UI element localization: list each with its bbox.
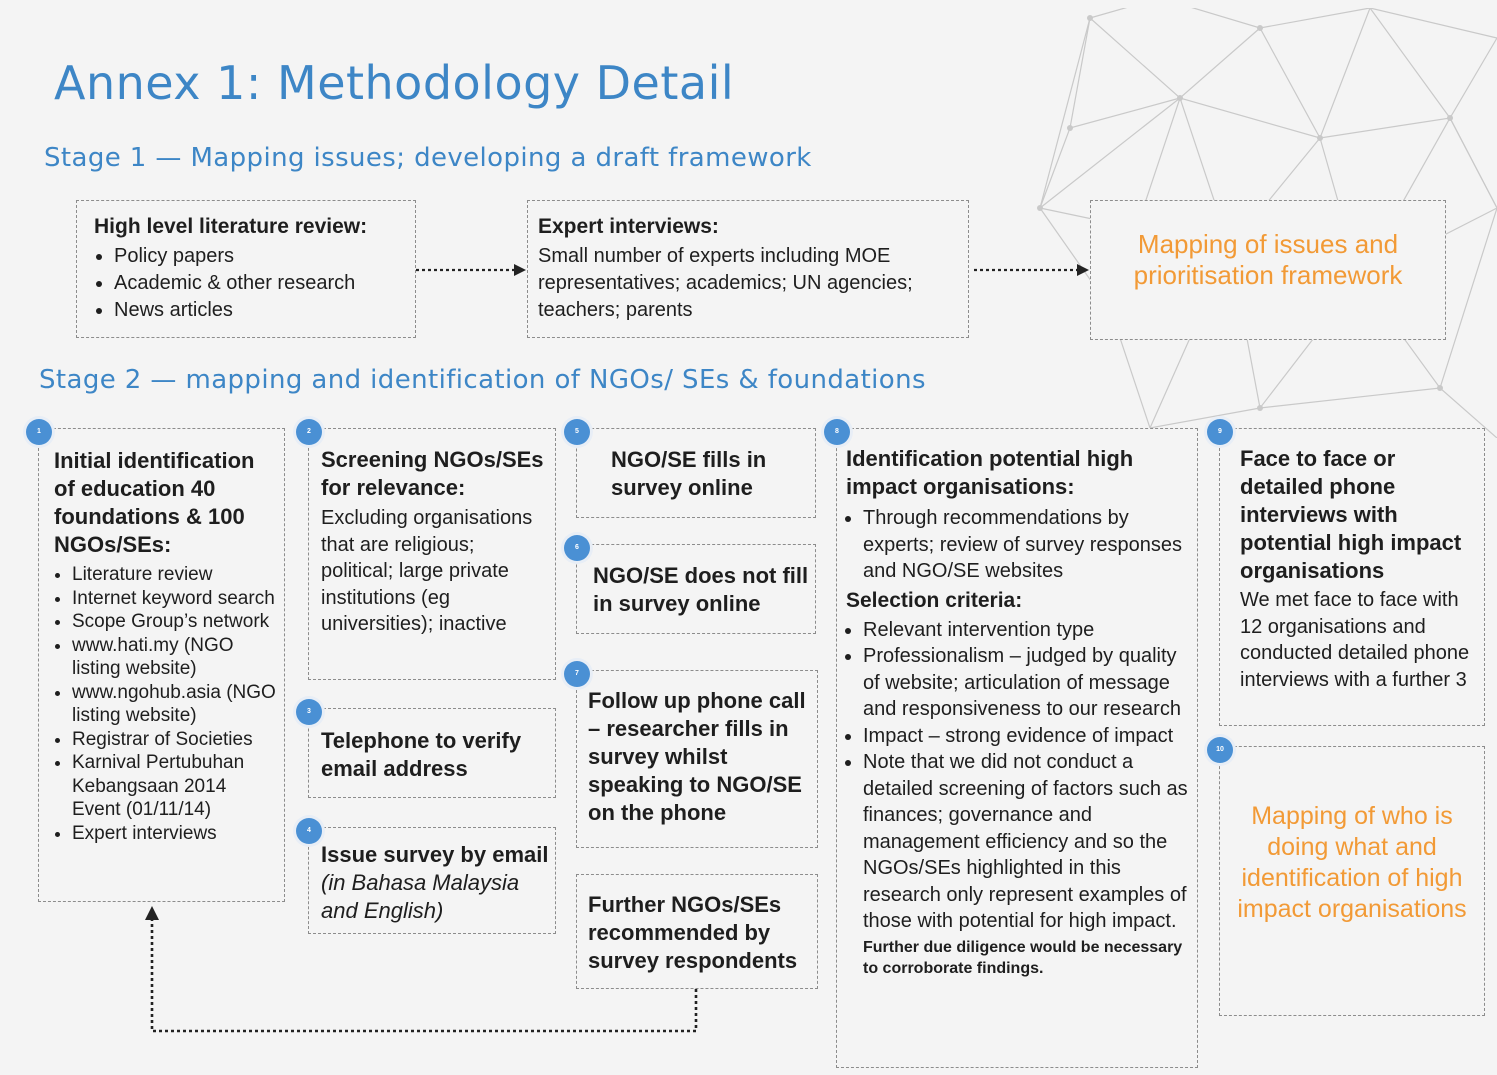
- step-badge-4: 4: [296, 818, 322, 844]
- list-item: Karnival Pertubuhan Kebangsaan 2014 Even…: [72, 751, 276, 822]
- list-item: Professionalism – judged by quality of w…: [863, 643, 1191, 723]
- list-item: Literature review: [72, 563, 276, 587]
- expert-interviews-box: Expert interviews: Small number of exper…: [527, 200, 969, 338]
- literature-review-box: High level literature review: Policy pap…: [76, 200, 416, 338]
- page: Annex 1: Methodology Detail Stage 1 — Ma…: [10, 8, 1497, 1075]
- interviews-text: We met face to face with 12 organisation…: [1240, 589, 1470, 691]
- screening-box: Screening NGOs/SEs for relevance: Exclud…: [308, 428, 556, 680]
- issue-survey-language-note: (in Bahasa Malaysia and English): [321, 870, 520, 923]
- list-item: Impact – strong evidence of impact: [863, 723, 1191, 750]
- mapping-issues-result-box: Mapping of issues and prioritisation fra…: [1090, 200, 1446, 340]
- due-diligence-note: Further due diligence would be necessary…: [863, 938, 1183, 977]
- interviews-title: Face to face or detailed phone interview…: [1240, 446, 1462, 583]
- list-item: News articles: [114, 297, 415, 324]
- screening-title: Screening NGOs/SEs for relevance:: [321, 447, 544, 500]
- list-item: Through recommendations by experts; revi…: [863, 505, 1191, 585]
- fills-survey-box: NGO/SE fills in survey online: [576, 428, 816, 518]
- expert-interviews-title: Expert interviews:: [538, 215, 719, 238]
- final-mapping-text: Mapping of who is doing what and identif…: [1237, 802, 1467, 923]
- step-badge-8: 8: [824, 419, 850, 445]
- arrow-lit-to-expert: [416, 264, 526, 276]
- literature-review-list: Policy papers Academic & other research …: [94, 243, 415, 324]
- page-title: Annex 1: Methodology Detail: [54, 56, 735, 110]
- step-badge-7: 7: [564, 661, 590, 687]
- high-impact-identification-title: Identification potential high impact org…: [846, 446, 1134, 499]
- step-badge-10: 10: [1207, 737, 1233, 763]
- feedback-loop-arrow: [145, 906, 698, 1033]
- issue-survey-box: Issue survey by email (in Bahasa Malaysi…: [308, 827, 556, 934]
- step-badge-2: 2: [296, 419, 322, 445]
- further-ngos-box: Further NGOs/SEs recommended by survey r…: [576, 874, 818, 989]
- interviews-box: Face to face or detailed phone interview…: [1219, 428, 1485, 726]
- further-ngos-title: Further NGOs/SEs recommended by survey r…: [588, 892, 798, 973]
- screening-text: Excluding organisations that are religio…: [321, 507, 533, 635]
- step-badge-1: 1: [26, 419, 52, 445]
- stage1-heading: Stage 1 — Mapping issues; developing a d…: [44, 143, 812, 173]
- initial-identification-title: Initial identification of education 40 f…: [54, 448, 255, 557]
- list-item: Relevant intervention type: [863, 617, 1191, 644]
- stage2-heading: Stage 2 — mapping and identification of …: [39, 365, 926, 395]
- telephone-verify-title: Telephone to verify email address: [321, 728, 522, 781]
- step-badge-3: 3: [296, 699, 322, 725]
- literature-review-title: High level literature review:: [94, 215, 368, 238]
- list-item: Academic & other research: [114, 270, 415, 297]
- list-item: Internet keyword search: [72, 587, 276, 611]
- step-badge-9: 9: [1207, 419, 1233, 445]
- list-item: Expert interviews: [72, 822, 276, 846]
- list-item: www.ngohub.asia (NGO listing website): [72, 681, 276, 728]
- high-impact-identification-box: Identification potential high impact org…: [836, 428, 1198, 1068]
- step-badge-6: 6: [564, 535, 590, 561]
- follow-up-call-title: Follow up phone call – researcher fills …: [588, 688, 806, 825]
- does-not-fill-title: NGO/SE does not fill in survey online: [593, 563, 809, 616]
- list-item: Scope Group’s network: [72, 610, 276, 634]
- list-item: Policy papers: [114, 243, 415, 270]
- final-mapping-box: Mapping of who is doing what and identif…: [1219, 746, 1485, 1016]
- list-item: Registrar of Societies: [72, 728, 276, 752]
- mapping-issues-result-text: Mapping of issues and prioritisation fra…: [1133, 229, 1403, 290]
- recommendations-list: Through recommendations by experts; revi…: [846, 505, 1191, 585]
- selection-criteria-list: Relevant intervention type Professionali…: [846, 617, 1191, 935]
- issue-survey-title: Issue survey by email: [321, 842, 549, 867]
- initial-identification-box: Initial identification of education 40 f…: [38, 428, 285, 902]
- follow-up-call-box: Follow up phone call – researcher fills …: [576, 670, 818, 848]
- selection-criteria-title: Selection criteria:: [846, 588, 1023, 612]
- telephone-verify-box: Telephone to verify email address: [308, 708, 556, 798]
- does-not-fill-box: NGO/SE does not fill in survey online: [576, 544, 816, 634]
- initial-identification-list: Literature review Internet keyword searc…: [54, 563, 276, 845]
- step-badge-5: 5: [564, 419, 590, 445]
- list-item: Note that we did not conduct a detailed …: [863, 749, 1191, 935]
- expert-interviews-text: Small number of experts including MOE re…: [538, 245, 913, 321]
- list-item: www.hati.my (NGO listing website): [72, 634, 276, 681]
- fills-survey-title: NGO/SE fills in survey online: [611, 447, 767, 500]
- arrow-expert-to-mapping: [974, 264, 1089, 276]
